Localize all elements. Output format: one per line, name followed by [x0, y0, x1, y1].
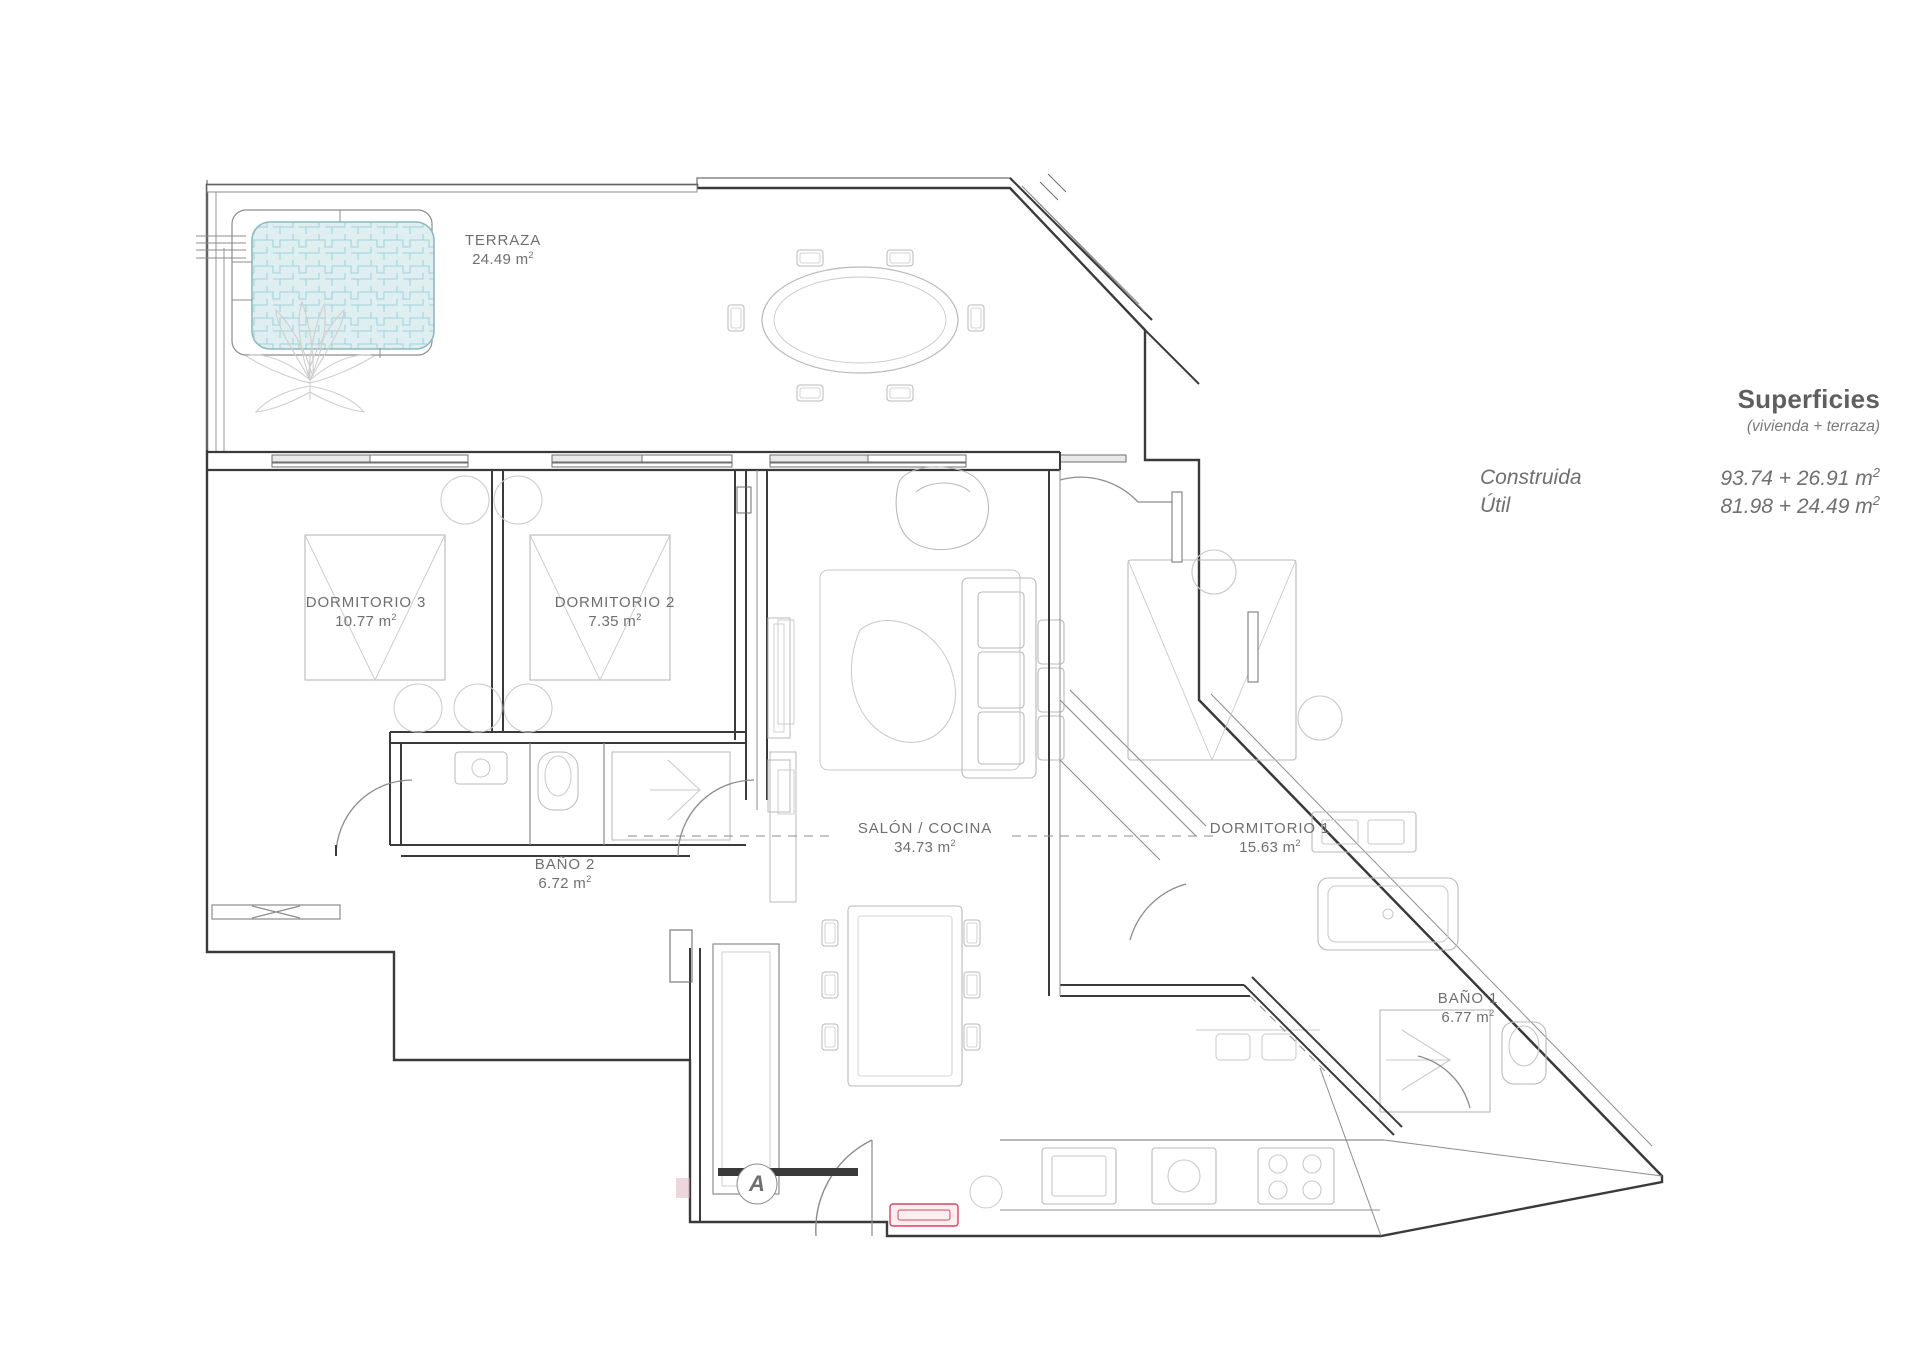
surfaces-title: Superficies	[1737, 384, 1880, 414]
surfaces-row-value: 93.74 + 26.91 m2	[1720, 464, 1880, 490]
surfaces-legend: Superficies (vivienda + terraza) Constru…	[1480, 385, 1880, 520]
surfaces-subtitle: (vivienda + terraza)	[1746, 417, 1880, 435]
table-row: Útil 81.98 + 24.49 m2	[1480, 492, 1880, 520]
entrance-marker: A	[749, 1171, 765, 1197]
table-row: Construida 93.74 + 26.91 m2	[1480, 464, 1880, 492]
surfaces-row-label: Construida	[1480, 465, 1582, 489]
surfaces-table: Construida 93.74 + 26.91 m2 Útil 81.98 +…	[1480, 464, 1880, 520]
surfaces-row-label: Útil	[1480, 493, 1511, 517]
entrance-marker-label: A	[749, 1171, 765, 1196]
surfaces-row-value: 81.98 + 24.49 m2	[1720, 492, 1880, 518]
